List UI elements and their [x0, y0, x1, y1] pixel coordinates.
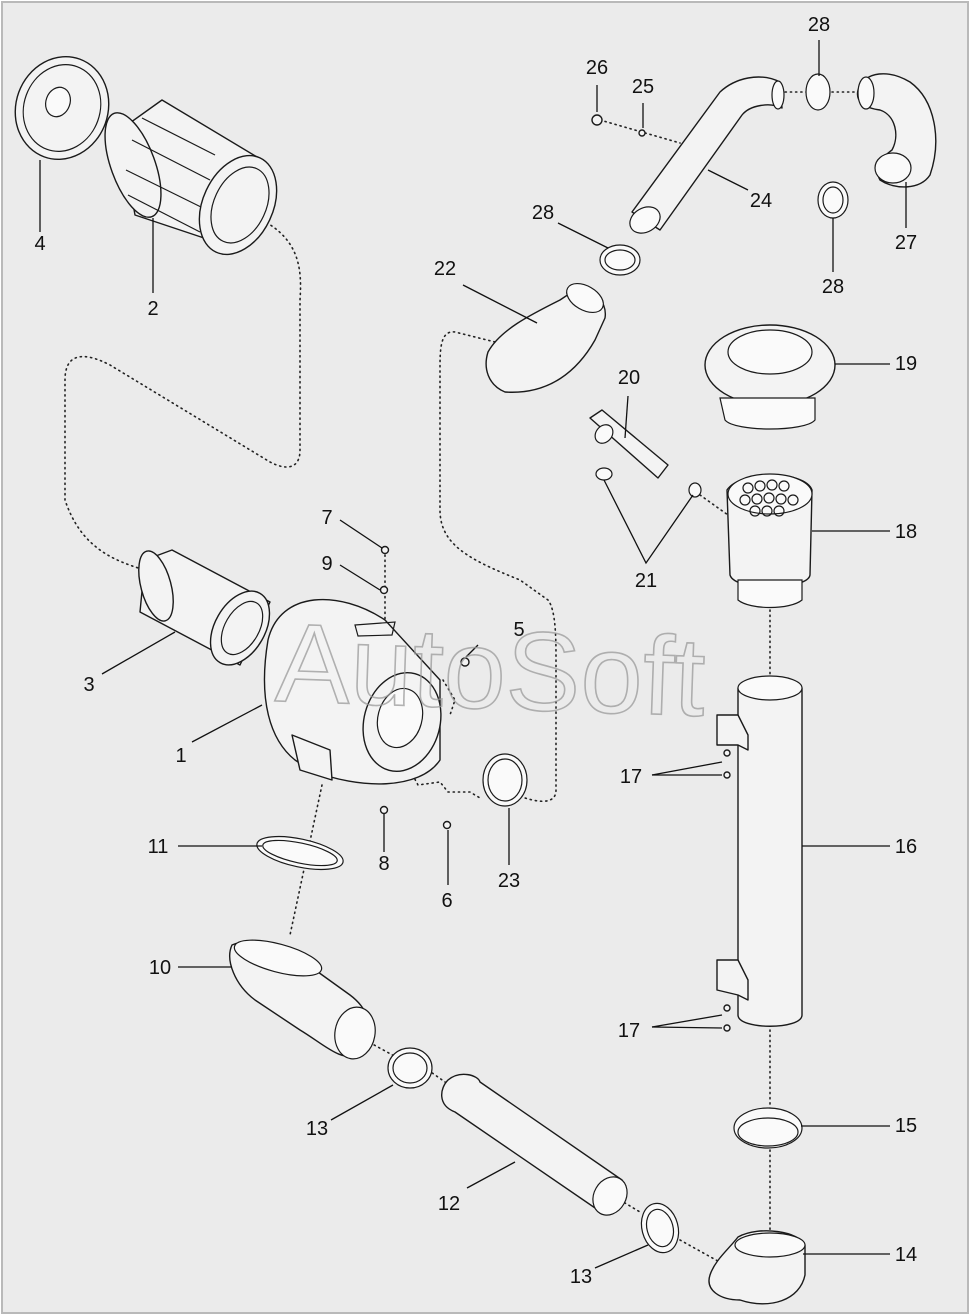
callout-23: 23 [498, 870, 520, 892]
part-5-bolt [460, 657, 470, 667]
callout-3: 3 [83, 674, 94, 696]
callout-9: 9 [321, 553, 332, 575]
assembly-line-22-23 [439, 331, 557, 802]
callout-7: 7 [321, 507, 332, 529]
pipe-bracket-lower [716, 959, 749, 1001]
part-1-air-cleaner-housing [263, 598, 442, 785]
part-17-bolt-lower-b [723, 1024, 731, 1032]
callout-28-right: 28 [822, 276, 844, 298]
part-2-filter-element [104, 99, 278, 256]
pipe-bracket-upper [716, 714, 749, 751]
callout-1: 1 [175, 745, 186, 767]
part-17-bolt-upper-a [723, 749, 731, 757]
callout-11: 11 [148, 836, 169, 858]
callout-8: 8 [378, 853, 389, 875]
watermark: AutoSoft [274, 600, 708, 740]
part-22-elbow-hose [485, 282, 606, 393]
fasteners [379, 114, 731, 1032]
callout-5: 5 [513, 619, 524, 641]
callout-labels: 4 2 3 1 5 6 7 8 9 10 11 12 13 13 14 15 1… [34, 14, 917, 1288]
part-11-clamp [256, 835, 344, 871]
callout-13-lower: 13 [570, 1266, 592, 1288]
callout-12: 12 [438, 1193, 460, 1215]
callout-18: 18 [895, 521, 917, 543]
callout-19: 19 [895, 353, 917, 375]
part-17-bolt-upper-b [723, 771, 731, 779]
callout-21: 21 [635, 570, 657, 592]
part-7-bolt [380, 545, 390, 555]
callout-10: 10 [149, 957, 171, 979]
callout-27: 27 [895, 232, 917, 254]
assembly-line-2-3 [64, 219, 302, 571]
callout-24: 24 [750, 190, 772, 212]
part-8-nut [379, 805, 389, 815]
part-25-nut [638, 129, 646, 137]
assembly-line-12-13 [619, 1199, 641, 1213]
part-16-vertical-pipe [716, 675, 803, 1027]
part-26-screw [591, 114, 603, 126]
callout-17-upper: 17 [620, 766, 642, 788]
assembly-line-1-10 [289, 784, 323, 936]
callout-20: 20 [618, 367, 640, 389]
callout-28-middle: 28 [532, 202, 554, 224]
part-13-clamp-upper [387, 1047, 433, 1089]
part-28-clamp-right [817, 181, 849, 219]
callout-4: 4 [34, 233, 45, 255]
callout-28-top: 28 [808, 14, 830, 36]
callout-17-lower: 17 [618, 1020, 640, 1042]
assembly-line-21 [699, 494, 729, 516]
callout-25: 25 [632, 76, 654, 98]
part-18-precleaner [726, 473, 813, 609]
callout-13-upper: 13 [306, 1118, 328, 1140]
part-6-nut [442, 820, 452, 830]
callout-26: 26 [586, 57, 608, 79]
assembly-line-13-12 [427, 1069, 446, 1083]
callout-16: 16 [895, 836, 917, 858]
part-23-clamp [482, 753, 528, 807]
callout-6: 6 [441, 890, 452, 912]
callout-14: 14 [895, 1244, 917, 1266]
part-13-clamp-lower [640, 1202, 680, 1254]
part-28-clamp-top [805, 73, 831, 111]
part-28-clamp-middle [599, 244, 641, 276]
part-12-tube [441, 1073, 628, 1216]
part-21-clips [595, 467, 702, 498]
part-4-cover [14, 55, 110, 161]
callout-22: 22 [434, 258, 456, 280]
part-15-clamp [733, 1107, 803, 1149]
part-9-washer [379, 585, 389, 595]
part-24-inlet-tube [629, 76, 785, 234]
part-14-elbow [708, 1230, 806, 1305]
callout-15: 15 [895, 1115, 917, 1137]
callout-2: 2 [147, 298, 158, 320]
part-10-elbow-hose [229, 939, 376, 1060]
part-17-bolt-lower-a [723, 1004, 731, 1012]
leader-lines [39, 40, 907, 1269]
part-27-elbow [856, 73, 937, 188]
part-20-small-hose [589, 409, 669, 479]
part-3-secondary-filter [138, 549, 271, 666]
part-19-rain-cap [704, 324, 836, 430]
